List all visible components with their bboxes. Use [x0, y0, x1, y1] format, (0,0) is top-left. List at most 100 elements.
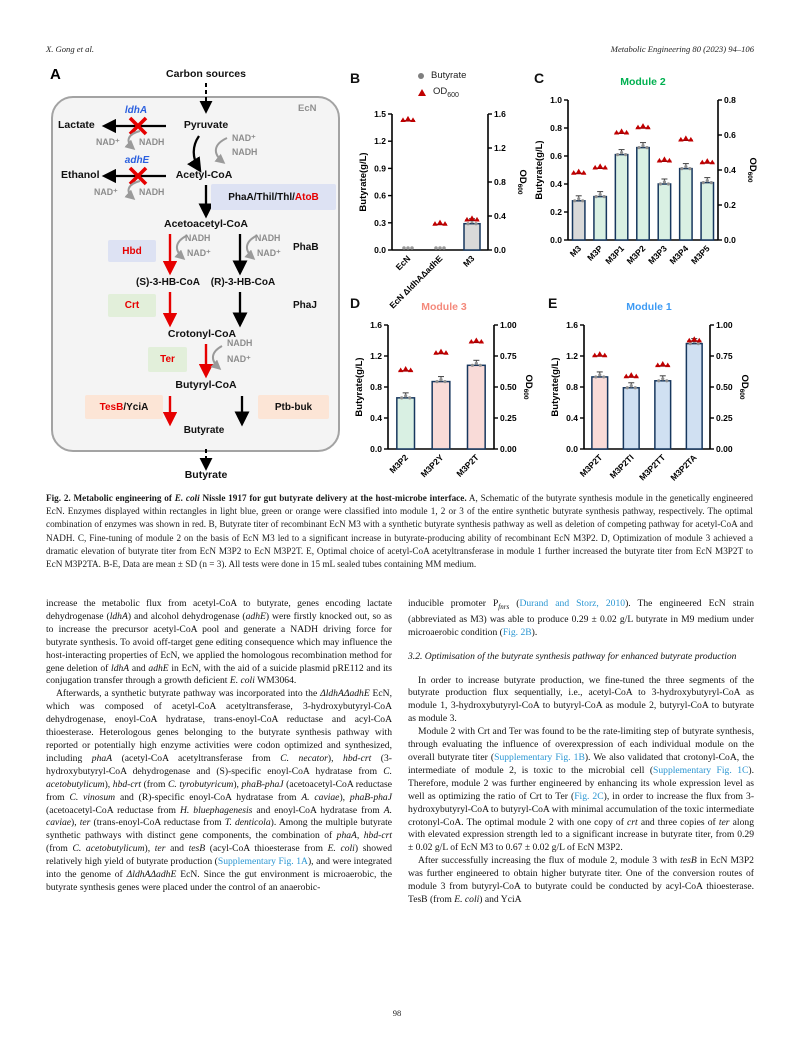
cofactor-nad: NAD⁺	[257, 248, 281, 258]
butyrate-point	[629, 384, 633, 388]
butyrate-point	[701, 181, 705, 185]
citation-link[interactable]: Durand and Storz, 2010	[519, 598, 626, 609]
butyrate-point	[466, 222, 470, 226]
text-run: E. coli	[174, 493, 200, 503]
tick-label: 0.4	[566, 413, 578, 423]
tick-label: 0.00	[500, 444, 517, 454]
bar-M3P2T	[466, 364, 486, 450]
citation-link[interactable]: Fig. 2C	[574, 790, 604, 802]
text-run: inducible promoter P	[408, 598, 499, 609]
citation-link[interactable]: Supplementary Fig. 1C	[653, 764, 749, 776]
right-paragraph-3: Module 2 with Crt and Ter was found to b…	[408, 726, 754, 855]
x-tick-label: M3P	[585, 243, 605, 263]
citation-link[interactable]: Supplementary Fig. 1B	[494, 751, 585, 763]
bar-M3	[571, 200, 586, 241]
butyrate-point	[410, 246, 414, 250]
text-run: (acetoacetyl-CoA reductase from	[46, 778, 393, 803]
page-number: 98	[392, 1008, 402, 1018]
text-run: C. acetobutylicum	[46, 765, 392, 790]
od-marker	[633, 373, 639, 379]
text-run: ).	[531, 626, 538, 638]
enzyme-ycia: /YciA	[123, 401, 149, 413]
od-marker	[602, 352, 608, 358]
panel-d-letter: D	[350, 295, 361, 311]
cofactor-arrow	[124, 180, 141, 200]
butyrate-point	[709, 181, 713, 185]
x-tick-label: M3	[568, 243, 584, 259]
text-run: ter	[79, 817, 91, 829]
tick-label: 1.00	[500, 320, 517, 330]
tick-label: 1.6	[494, 109, 506, 119]
bar-M3P4	[678, 167, 693, 241]
butyrate-point	[688, 342, 692, 346]
od-marker	[597, 163, 603, 168]
right-heading-1: 3.2. Optimisation of the butyrate synthe…	[408, 651, 754, 664]
text-run: H. bluephagenesis	[179, 804, 253, 816]
od600-triangle-icon	[418, 88, 426, 96]
cofactor-nadh: NADH	[139, 137, 165, 147]
tick-label: 0.50	[716, 382, 733, 392]
butyrate-point	[619, 151, 624, 155]
metabolite-butyryl-coa: Butyryl-CoA	[175, 379, 237, 391]
tick-label: 0.8	[370, 382, 382, 392]
y-axis-label-right: OD600	[738, 374, 750, 399]
butyrate-point	[573, 199, 577, 203]
text-run: (from	[141, 778, 168, 790]
cofactor-nad: NAD⁺	[94, 187, 118, 197]
tick-label: 0.0	[374, 245, 386, 255]
text-run: and enoyl-CoA hydratase from	[252, 804, 384, 816]
tick-label: 0.50	[500, 382, 517, 392]
text-run: ΔldhAΔadhE	[126, 869, 177, 881]
od-marker	[592, 352, 598, 358]
text-run: ) were firstly knocked out, so as to inc…	[46, 610, 392, 674]
y-axis-label-left: Butyrate(g/L)	[550, 357, 561, 416]
text-run: fnrs	[498, 602, 510, 611]
tick-label: 0.0	[550, 235, 562, 245]
od-marker	[623, 373, 629, 379]
tick-label: 0.8	[724, 95, 736, 105]
x-tick-label: M3P2T	[578, 452, 605, 479]
text-run: Module 2 with Crt and Ter was found to b…	[408, 726, 754, 763]
text-run: EcN, which was composed of acetyl-CoA ac…	[46, 688, 392, 764]
citation-link[interactable]: Supplementary Fig. 1A	[217, 856, 308, 868]
text-run: In order to increase butyrate production…	[408, 674, 754, 725]
citation-link[interactable]: Fig. 2B	[502, 626, 532, 638]
metabolite-pyruvate: Pyruvate	[183, 119, 229, 131]
text-run: E. coli	[229, 675, 255, 687]
text-run: hbd-crt	[112, 778, 142, 790]
text-run: ldhA	[111, 662, 130, 674]
tick-label: 0.4	[550, 179, 562, 189]
text-run: phaB-phaJ	[241, 778, 284, 790]
y-axis-label-left: Butyrate(g/L)	[358, 152, 369, 211]
butyrate-point	[439, 377, 443, 382]
chart-title-module2: Module 2	[620, 76, 666, 88]
butyrate-point	[684, 165, 688, 169]
bar-M3P5	[700, 181, 715, 241]
right-paragraph-2: In order to increase butyrate production…	[408, 675, 754, 727]
od-marker	[688, 136, 694, 142]
od-marker	[645, 124, 651, 130]
tick-label: 0.2	[550, 207, 562, 217]
text-run: increase the metabolic flux from acetyl-…	[46, 598, 392, 622]
left-paragraph-1: Afterwards, a synthetic butyrate pathway…	[46, 688, 392, 895]
bar-M3P2TI	[622, 387, 640, 450]
cofactor-nadh: NADH	[139, 187, 165, 197]
enzyme-tesb-ycia-box: TesB/YciA	[85, 395, 163, 419]
od-marker	[696, 337, 702, 343]
text-run: (trans-enoyl-CoA reductase from	[90, 817, 225, 829]
panel-b-letter: B	[350, 70, 361, 86]
metabolite-lactate: Lactate	[58, 119, 95, 131]
enzyme-tesb: TesB	[99, 401, 124, 413]
bar-M3P3	[657, 183, 672, 241]
chart-svg-C: 0.00.20.40.60.81.00.00.20.40.60.8Butyrat…	[534, 95, 758, 266]
butyrate-point	[688, 167, 692, 171]
y-axis-label-left: Butyrate(g/L)	[534, 140, 545, 199]
panel-a-letter: A	[50, 66, 61, 83]
od-marker	[397, 367, 404, 373]
od-marker	[656, 157, 663, 163]
od-marker	[473, 337, 480, 343]
pathway-arrows	[101, 83, 257, 471]
y-axis-label-right: OD600	[746, 157, 758, 182]
od-marker	[571, 170, 577, 175]
